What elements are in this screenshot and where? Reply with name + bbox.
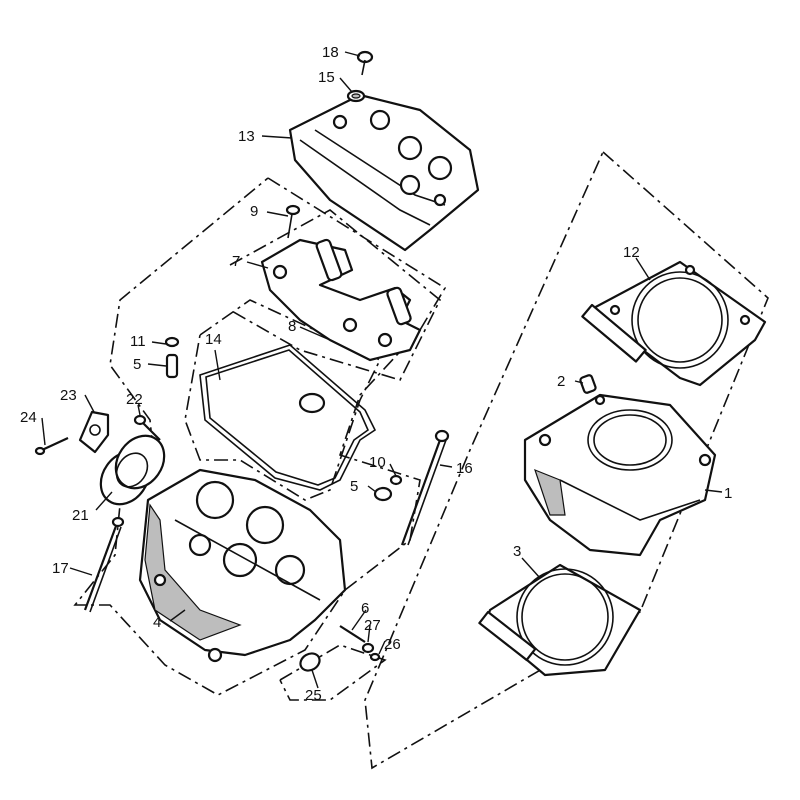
head-bolt-6 (339, 625, 366, 643)
label-8: 8 (288, 318, 296, 335)
valve-cover (288, 93, 480, 252)
cylinder-group-outline (364, 150, 769, 770)
valve-cover-gasket (199, 344, 377, 491)
dowel-pin-left (164, 336, 180, 379)
label-9: 9 (250, 203, 258, 220)
rocker-holder (260, 238, 422, 362)
label-17: 17 (52, 560, 69, 577)
valve-cover-gasket-outline (184, 299, 382, 501)
label-22: 22 (126, 391, 143, 408)
holder-bolt (285, 204, 301, 239)
label-26: 26 (384, 636, 401, 653)
label-3: 3 (513, 543, 521, 560)
cylinder-block (523, 393, 717, 557)
clamp-screw (34, 437, 69, 456)
label-7: 7 (232, 253, 240, 270)
label-27: 27 (364, 617, 381, 634)
cylinder-dowel (579, 374, 597, 394)
manifold-bolt (133, 414, 161, 441)
label-18: 18 (322, 44, 339, 61)
oring (299, 652, 321, 672)
leader-lines (41, 51, 723, 689)
label-21: 21 (72, 507, 89, 524)
cover-bolt (346, 50, 374, 103)
intake-clamp (78, 410, 110, 454)
rocker-group-outline (229, 209, 442, 381)
label-4: 4 (153, 614, 161, 631)
base-gasket (478, 563, 642, 677)
label-6: 6 (361, 600, 369, 617)
intake-pipe (99, 434, 166, 506)
stud-bolt-right (400, 429, 450, 546)
small-plug (361, 642, 381, 662)
label-1: 1 (724, 485, 732, 502)
label-14: 14 (205, 331, 222, 348)
label-11: 11 (130, 333, 146, 350)
label-13: 13 (238, 128, 255, 145)
label-16: 16 (456, 460, 473, 477)
stud-bolt-left (83, 516, 125, 613)
label-23: 23 (60, 387, 77, 404)
dowel-pin-right (373, 474, 403, 502)
cylinder-head (138, 468, 347, 663)
label-12: 12 (623, 244, 640, 261)
label-10: 10 (369, 454, 386, 471)
label-5-lower: 5 (350, 478, 358, 495)
label-25: 25 (305, 687, 322, 704)
callout-labels: 18 15 13 9 7 8 11 5 14 23 22 24 21 17 4 … (20, 44, 732, 704)
label-24: 24 (20, 409, 37, 426)
lower-fastener-outline (279, 644, 387, 701)
label-5-upper: 5 (133, 356, 141, 373)
label-2: 2 (557, 373, 565, 390)
label-15: 15 (318, 69, 335, 86)
head-gasket (581, 260, 767, 387)
